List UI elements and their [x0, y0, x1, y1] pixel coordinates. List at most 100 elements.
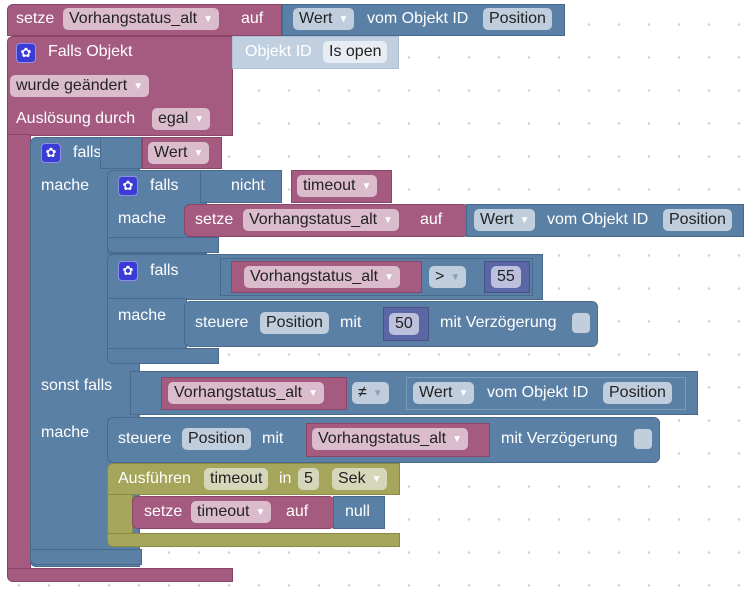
operator-dropdown[interactable]: ≠▼: [352, 382, 389, 404]
variable-dropdown[interactable]: Vorhangstatus_alt ▼: [63, 8, 219, 30]
if-inner-1-header: [200, 170, 282, 203]
variable-dropdown[interactable]: Vorhangstatus_alt ▼: [244, 266, 400, 288]
if-inner-2-spine: [107, 298, 187, 350]
mache-label: mache: [41, 424, 90, 441]
mache-label: mache: [118, 307, 167, 324]
delay-label: mit Verzögerung: [501, 430, 618, 447]
variable-dropdown-label: Vorhangstatus_alt: [69, 10, 198, 27]
object-field[interactable]: Position: [182, 428, 251, 450]
vom-objekt-id-label: vom Objekt ID: [487, 384, 589, 401]
value-mode-dropdown[interactable]: Wert ▼: [293, 8, 355, 30]
delay-checkbox[interactable]: [634, 429, 652, 449]
if-outer-header: [100, 137, 142, 169]
number-field[interactable]: 50: [389, 313, 419, 335]
dropdown-arrow-icon: ▼: [452, 434, 462, 445]
ausloesung-dropdown-label: egal: [158, 110, 189, 127]
objekt-id-label: Objekt ID: [245, 43, 312, 60]
dropdown-arrow-icon: ▼: [308, 388, 318, 399]
value-mode-label: Wert: [299, 10, 333, 27]
variable-dropdown-label: Vorhangstatus_alt: [249, 211, 378, 228]
trigger-block-bottom: [7, 568, 233, 582]
vom-objekt-id-label: vom Objekt ID: [367, 10, 469, 27]
object-id-field[interactable]: Position: [663, 209, 732, 231]
timeout-name-field[interactable]: timeout: [204, 468, 269, 490]
auf-label: auf: [420, 211, 443, 228]
dropdown-arrow-icon: ▼: [255, 507, 266, 518]
dropdown-arrow-icon: ▼: [194, 114, 205, 125]
operator-label: >: [435, 268, 445, 285]
object-id-value[interactable]: Is open: [323, 41, 388, 63]
falls-objekt-label: Falls Objekt: [48, 43, 133, 60]
dropdown-arrow-icon: ▼: [383, 215, 393, 226]
object-id-field[interactable]: Position: [603, 382, 672, 404]
mache-label: mache: [41, 177, 90, 194]
dropdown-arrow-icon: ▼: [338, 14, 349, 25]
operator-label: ≠: [358, 384, 367, 401]
setze-label: setze: [144, 503, 183, 520]
ausloesung-label: Auslösung durch: [16, 110, 136, 127]
dropdown-arrow-icon: ▼: [203, 14, 213, 25]
condition-dropdown-label: wurde geändert: [16, 77, 128, 94]
value-mode-label: Wert: [480, 211, 514, 228]
duration-field[interactable]: 5: [298, 468, 319, 490]
dropdown-arrow-icon: ▼: [372, 388, 383, 399]
operator-dropdown[interactable]: >▼: [429, 266, 467, 288]
dropdown-arrow-icon: ▼: [133, 81, 144, 92]
timeout-block-bottom: [107, 533, 400, 547]
auf-label: auf: [286, 503, 309, 520]
if-inner-1-bottom: [107, 237, 219, 253]
variable-dropdown-label: Vorhangstatus_alt: [250, 268, 379, 285]
dropdown-arrow-icon: ▼: [361, 181, 372, 192]
value-dropdown[interactable]: Wert▼: [148, 142, 210, 164]
in-label: in: [279, 470, 292, 487]
falls-label: falls: [73, 144, 102, 161]
gear-icon[interactable]: ✿: [41, 143, 61, 163]
dropdown-arrow-icon: ▼: [384, 272, 394, 283]
nicht-label: nicht: [231, 177, 265, 194]
dropdown-arrow-icon: ▼: [371, 474, 382, 485]
setze-label: setze: [16, 10, 55, 27]
variable-dropdown[interactable]: Vorhangstatus_alt ▼: [168, 382, 324, 404]
gear-icon[interactable]: ✿: [118, 261, 138, 281]
variable-dropdown-label: Vorhangstatus_alt: [318, 430, 447, 447]
mache-label: mache: [118, 210, 167, 227]
falls-label: falls: [150, 177, 179, 194]
timeout-dropdown-label: timeout: [303, 177, 356, 194]
mit-label: mit: [262, 430, 284, 447]
timeout-block-spine: [107, 494, 133, 538]
variable-dropdown[interactable]: timeout ▼: [191, 501, 272, 523]
falls-label: falls: [150, 262, 179, 279]
number-field[interactable]: 55: [491, 266, 521, 288]
variable-dropdown-label: timeout: [197, 503, 250, 520]
null-block[interactable]: [333, 496, 385, 529]
object-id-field[interactable]: Position: [483, 8, 552, 30]
trigger-block-spine: [7, 134, 31, 574]
gear-icon[interactable]: ✿: [16, 43, 36, 63]
variable-dropdown[interactable]: Vorhangstatus_alt ▼: [243, 209, 399, 231]
delay-checkbox[interactable]: [572, 313, 590, 333]
steuere-label: steuere: [195, 314, 249, 331]
object-field[interactable]: Position: [260, 312, 329, 334]
unit-dropdown[interactable]: Sek ▼: [332, 468, 388, 490]
unit-dropdown-label: Sek: [338, 470, 366, 487]
if-block-outer-bottom: [30, 549, 142, 565]
if-inner-2-bottom: [107, 348, 219, 364]
sonst-falls-label: sonst falls: [41, 377, 113, 394]
gear-icon[interactable]: ✿: [118, 176, 138, 196]
value-mode-label: Wert: [419, 384, 453, 401]
delay-label: mit Verzögerung: [440, 314, 557, 331]
auf-label: auf: [241, 10, 264, 27]
variable-dropdown-label: Vorhangstatus_alt: [174, 384, 303, 401]
timeout-dropdown[interactable]: timeout ▼: [297, 175, 378, 197]
setze-label: setze: [195, 211, 234, 228]
value-mode-dropdown[interactable]: Wert▼: [413, 382, 475, 404]
variable-dropdown[interactable]: Vorhangstatus_alt ▼: [312, 428, 468, 450]
ausloesung-dropdown[interactable]: egal ▼: [152, 108, 211, 130]
steuere-label: steuere: [118, 430, 172, 447]
dropdown-arrow-icon: ▼: [519, 215, 530, 226]
null-label: null: [345, 503, 370, 520]
value-mode-dropdown[interactable]: Wert ▼: [474, 209, 536, 231]
condition-dropdown[interactable]: wurde geändert ▼: [10, 75, 150, 97]
dropdown-arrow-icon: ▼: [193, 148, 204, 159]
ausfuehren-label: Ausführen: [118, 470, 191, 487]
